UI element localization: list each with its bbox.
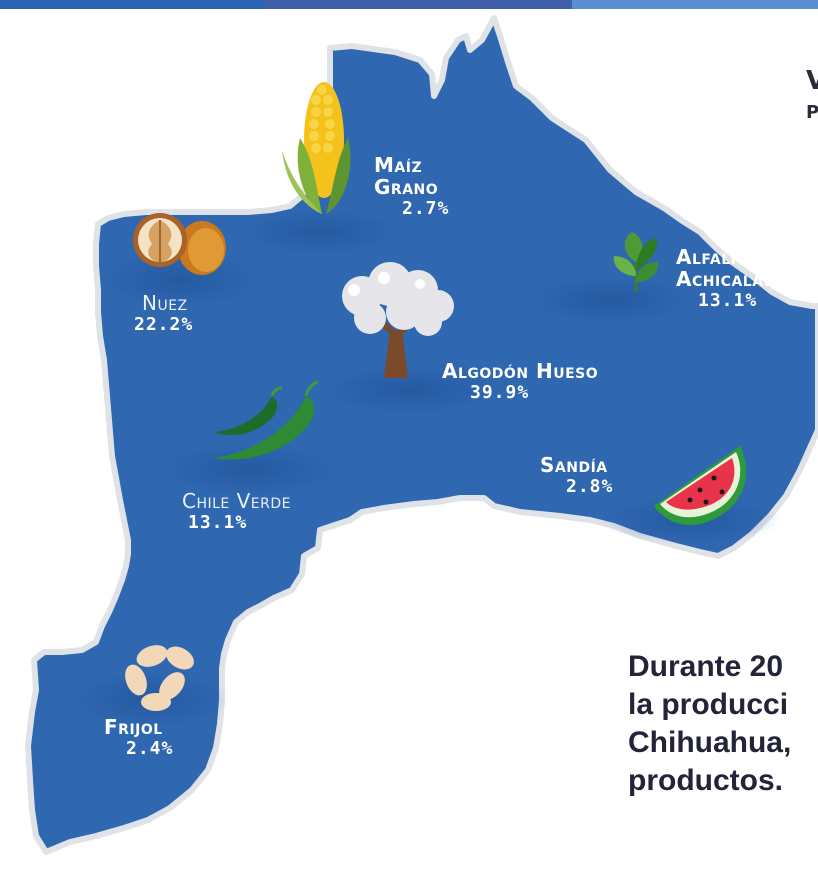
crop-name: Sandía [540, 453, 608, 477]
subtitle-fragment: P [806, 102, 818, 123]
icon-shadow [240, 210, 400, 254]
crop-name: Nuez [142, 291, 188, 315]
top-accent-bar-segment [0, 0, 262, 9]
label-chile-verde: Chile Verde 13.1% [182, 490, 291, 533]
label-alfalfa-achicalada: Alfalfa Achicalada 13.1% [676, 246, 787, 311]
beans-icon [125, 645, 194, 711]
crop-percent: 13.1% [188, 512, 248, 533]
alfalfa-icon [613, 232, 659, 292]
description-line: Durante 20 [628, 650, 784, 683]
map-shape [25, 15, 818, 855]
label-frijol: Frijol 2.4% [104, 716, 173, 759]
label-nuez: Nuez 22.2% [134, 291, 193, 335]
crop-percent: 22.2% [134, 314, 194, 335]
crop-percent: 2.8% [566, 476, 614, 497]
crop-name: Algodón Hueso [442, 359, 599, 383]
icon-shadow [320, 366, 500, 414]
cotton-icon [342, 262, 454, 378]
crop-name: Maíz [374, 153, 423, 177]
description-line: Chihuahua, [628, 726, 792, 759]
top-accent-bar-segment [262, 0, 572, 9]
crop-percent: 13.1% [698, 290, 758, 311]
description-line: la producci [628, 688, 789, 721]
crop-name: Achicalada [676, 267, 787, 291]
walnut-icon [133, 213, 226, 275]
top-accent-bar-segment [572, 0, 818, 9]
label-maiz-grano: Maíz Grano 2.7% [374, 154, 449, 219]
chili-icon [212, 380, 319, 460]
crop-name: Frijol [104, 715, 163, 739]
crop-name: Grano [374, 175, 439, 199]
crop-name: Chile Verde [182, 489, 292, 513]
description-text: Durante 20 la producci Chihuahua, produc… [628, 648, 791, 800]
crop-percent: 2.4% [126, 738, 174, 759]
top-accent-bar [0, 0, 818, 9]
crop-percent: 2.7% [402, 198, 450, 219]
label-algodon-hueso: Algodón Hueso 39.9% [442, 360, 598, 403]
icon-shadow [530, 276, 690, 324]
crop-name: Alfalfa [676, 245, 751, 269]
description-line: productos. [628, 764, 783, 797]
title-fragment: V [806, 66, 818, 96]
icon-shadow [100, 252, 260, 308]
watermelon-icon [654, 446, 747, 526]
label-sandia: Sandía 2.8% [540, 454, 613, 497]
icon-shadow [160, 444, 340, 496]
corn-icon [282, 82, 351, 214]
crop-percent: 39.9% [470, 382, 530, 403]
